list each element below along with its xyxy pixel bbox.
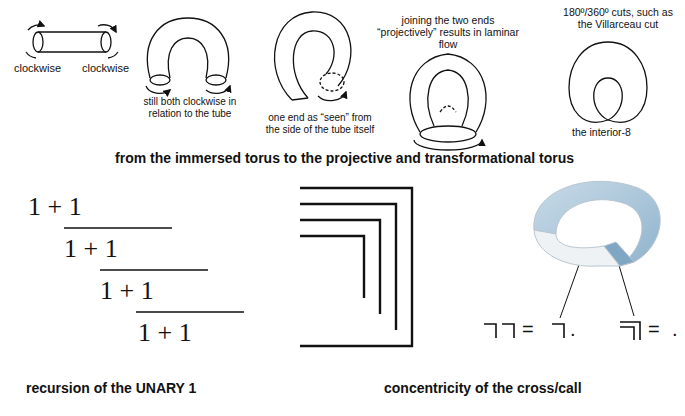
figure-label: the interior-8 <box>572 126 652 138</box>
equation-sign: = <box>522 318 542 341</box>
equation-sign: . <box>672 318 682 341</box>
equation-sign: . <box>570 318 584 341</box>
section-caption: recursion of the UNARY 1 <box>26 380 266 396</box>
interior-eight-figure <box>569 42 647 122</box>
equation-sign: = <box>648 318 668 341</box>
concentric-crosses <box>300 188 412 346</box>
tube-figure <box>26 25 118 58</box>
loop-figure <box>275 12 351 101</box>
fraction-bars <box>64 228 244 312</box>
projective-figure <box>410 54 486 150</box>
horseshoe-figure <box>146 18 230 93</box>
figure-label: joining the two ends “projectively” resu… <box>374 14 522 50</box>
unary-term: 1 + 1 <box>100 276 250 306</box>
figure-label: 180º/360º cuts, such as the Villarceau c… <box>556 6 680 30</box>
unary-term: 1 + 1 <box>64 234 214 264</box>
figure-label: still both clockwise in relation to the … <box>134 96 246 119</box>
section-caption: concentricity of the cross/call <box>384 380 674 396</box>
moebius-band <box>534 181 660 266</box>
section-heading: from the immersed torus to the projectiv… <box>2 150 685 166</box>
unary-term: 1 + 1 <box>28 192 178 222</box>
leader-lines <box>560 262 634 318</box>
figure-label: clockwise <box>14 62 74 75</box>
figure-label: clockwise <box>82 62 142 75</box>
figure-label: one end as “seen” from the side of the t… <box>262 112 378 135</box>
unary-term: 1 + 1 <box>138 318 288 348</box>
cross-symbols <box>484 322 640 340</box>
